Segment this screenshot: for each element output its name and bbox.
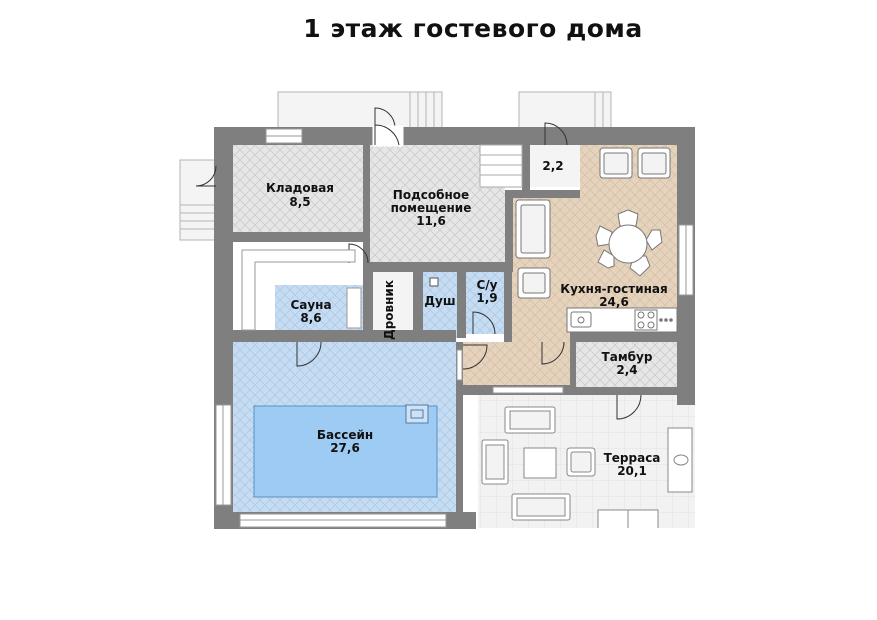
entrance-steps bbox=[179, 91, 612, 241]
room-label-pool: Бассейн 27,6 bbox=[317, 428, 373, 455]
windows bbox=[215, 128, 694, 528]
svg-text:8,6: 8,6 bbox=[300, 311, 321, 325]
small-room-floor bbox=[530, 145, 580, 187]
svg-text:27,6: 27,6 bbox=[330, 441, 360, 455]
interior-stair bbox=[479, 144, 523, 188]
room-label-utility: Подсобное помещение 11,6 bbox=[391, 188, 472, 228]
wc-floor bbox=[466, 272, 504, 334]
vestibule-floor bbox=[576, 342, 677, 387]
svg-text:Душ: Душ bbox=[424, 294, 455, 308]
svg-text:Сауна: Сауна bbox=[290, 298, 331, 312]
pool-ladder-icon bbox=[405, 404, 429, 424]
svg-text:Бассейн: Бассейн bbox=[317, 428, 373, 442]
terrace-furniture bbox=[481, 406, 693, 528]
room-label-sauna: Сауна 8,6 bbox=[290, 298, 331, 325]
storage-floor bbox=[233, 145, 363, 232]
svg-text:2,4: 2,4 bbox=[616, 363, 637, 377]
svg-text:Кладовая: Кладовая bbox=[266, 181, 334, 195]
svg-text:1,9: 1,9 bbox=[476, 291, 497, 305]
room-label-vestibule: Тамбур 2,4 bbox=[602, 350, 653, 377]
svg-text:Кухня-гостиная: Кухня-гостиная bbox=[560, 282, 667, 296]
page-title: 1 этаж гостевого дома bbox=[303, 14, 643, 43]
room-label-kitchen: Кухня-гостиная 24,6 bbox=[560, 282, 667, 309]
svg-text:24,6: 24,6 bbox=[599, 295, 629, 309]
svg-text:Терраса: Терраса bbox=[604, 451, 661, 465]
room-label-small: 2,2 bbox=[542, 159, 563, 173]
shower-floor bbox=[423, 272, 457, 338]
room-label-terrace: Терраса 20,1 bbox=[604, 451, 661, 478]
woodshed-floor bbox=[373, 272, 413, 338]
svg-text:Дровник: Дровник bbox=[382, 280, 396, 340]
svg-text:Подсобное: Подсобное bbox=[393, 188, 469, 202]
dining-table-icon bbox=[595, 209, 663, 277]
svg-text:помещение: помещение bbox=[391, 201, 472, 215]
svg-text:8,5: 8,5 bbox=[289, 195, 310, 209]
room-label-woodshed: Дровник bbox=[382, 280, 396, 340]
room-label-storage: Кладовая 8,5 bbox=[266, 181, 334, 209]
svg-text:Тамбур: Тамбур bbox=[602, 350, 653, 364]
svg-text:С/у: С/у bbox=[476, 278, 497, 292]
svg-text:2,2: 2,2 bbox=[542, 159, 563, 173]
room-label-wc: С/у 1,9 bbox=[476, 278, 497, 305]
cooktop-icon bbox=[634, 309, 658, 331]
svg-text:11,6: 11,6 bbox=[416, 214, 446, 228]
kitchen-furniture bbox=[515, 147, 678, 333]
sauna-bench bbox=[241, 249, 362, 331]
shower-head-icon bbox=[429, 277, 439, 287]
room-label-shower: Душ bbox=[424, 294, 455, 308]
doors bbox=[195, 107, 642, 420]
svg-text:20,1: 20,1 bbox=[617, 464, 647, 478]
